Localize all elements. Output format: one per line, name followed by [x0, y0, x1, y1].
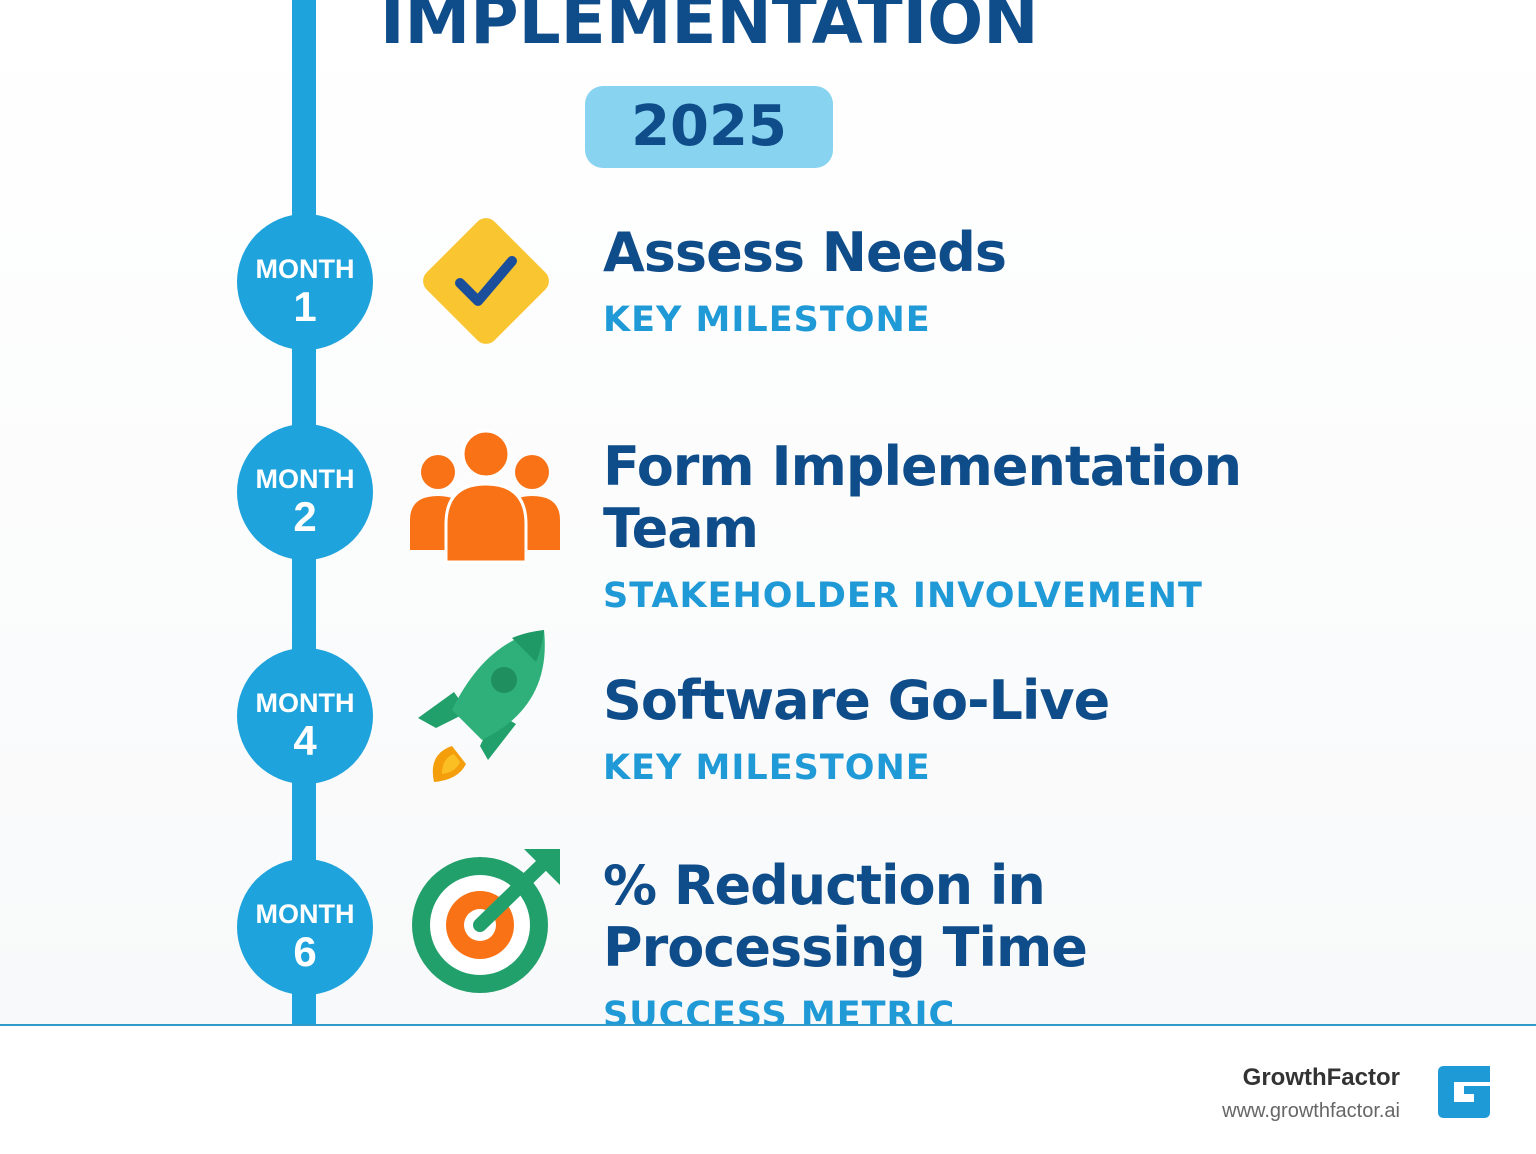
page-title: IMPLEMENTATION	[380, 0, 1039, 59]
step-title: Assess Needs	[603, 221, 1007, 284]
rocket-icon	[408, 628, 564, 784]
team-people-icon	[408, 420, 564, 576]
brand-footer: GrowthFactor www.growthfactor.ai	[0, 1024, 1536, 1154]
month-label: MONTH	[255, 254, 355, 284]
step-3-text: Software Go-Live KEY MILESTONE	[603, 669, 1303, 789]
step-4-text: % Reduction in Processing Time SUCCESS M…	[603, 854, 1303, 1025]
step-tag: KEY MILESTONE	[603, 300, 931, 340]
month-marker-4: MONTH 4	[237, 648, 373, 784]
step-tag: KEY MILESTONE	[603, 748, 931, 788]
target-arrow-icon	[408, 845, 564, 1001]
month-number: 1	[293, 283, 317, 330]
month-number: 6	[293, 928, 317, 975]
month-number: 2	[293, 493, 317, 540]
checkmark-diamond-icon	[408, 203, 564, 359]
month-marker-1: MONTH 1	[237, 214, 373, 350]
month-marker-2: MONTH 2	[237, 424, 373, 560]
month-label: MONTH	[255, 899, 355, 929]
step-tag: SUCCESS METRIC	[603, 995, 956, 1024]
step-title: % Reduction in Processing Time	[603, 854, 1088, 979]
growthfactor-logo-icon	[1436, 1064, 1492, 1120]
step-title: Software Go-Live	[603, 669, 1110, 732]
brand-name: GrowthFactor	[1242, 1064, 1400, 1091]
month-label: MONTH	[255, 688, 355, 718]
brand-url[interactable]: www.growthfactor.ai	[1222, 1100, 1400, 1122]
month-number: 4	[293, 717, 317, 764]
step-title: Form Implementation Team	[603, 435, 1242, 560]
step-2-text: Form Implementation Team STAKEHOLDER INV…	[603, 435, 1303, 617]
step-1-text: Assess Needs KEY MILESTONE	[603, 221, 1303, 341]
month-marker-6: MONTH 6	[237, 859, 373, 995]
step-tag: STAKEHOLDER INVOLVEMENT	[603, 576, 1203, 616]
year-badge: 2025	[585, 86, 833, 168]
timeline-infographic: IMPLEMENTATION 2025 MONTH 1 Assess Needs…	[0, 0, 1536, 1024]
month-label: MONTH	[255, 464, 355, 494]
